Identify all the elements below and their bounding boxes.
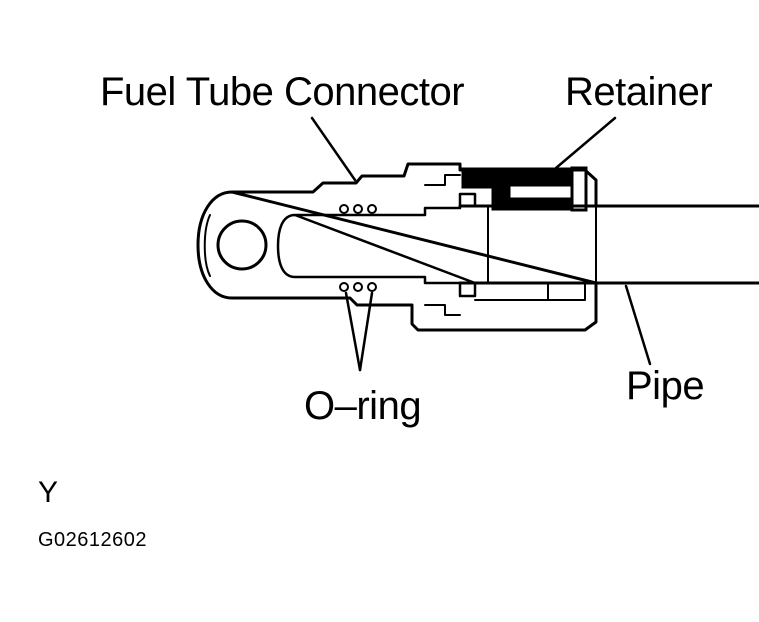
mounting-eye-icon — [216, 219, 268, 271]
retainer-label: Retainer — [565, 70, 713, 114]
leader-oring-2 — [358, 291, 374, 372]
fuel-tube-connector-label: Fuel Tube Connector — [100, 70, 465, 114]
connector-bore — [276, 192, 477, 298]
pipe-label: Pipe — [626, 364, 705, 408]
leader-pipe — [624, 284, 652, 366]
view-letter: Y — [38, 476, 59, 509]
o-rings — [339, 204, 377, 292]
retainer — [461, 166, 588, 212]
figure-code: G02612602 — [38, 529, 148, 551]
connector-body — [196, 162, 598, 332]
leader-retainer — [554, 116, 617, 170]
o-ring-label: O–ring — [304, 384, 422, 428]
pipe — [458, 204, 759, 285]
leader-connector — [310, 116, 357, 182]
leader-oring-1 — [344, 291, 362, 372]
